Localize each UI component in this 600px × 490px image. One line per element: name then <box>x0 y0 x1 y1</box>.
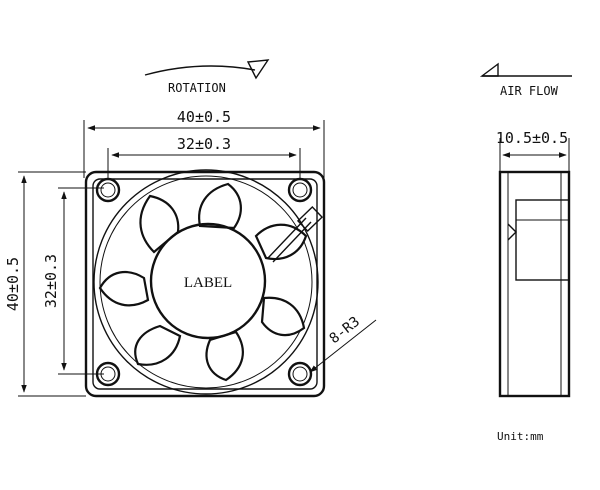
dim-outer-height <box>18 171 86 397</box>
hole-callout-leader <box>309 319 377 373</box>
rotation-label: ROTATION <box>168 81 226 95</box>
airflow-label: AIR FLOW <box>500 84 559 98</box>
dim-outer-height-label: 40±0.5 <box>4 257 22 311</box>
dim-outer-width <box>83 120 325 178</box>
fan-side-profile <box>498 170 571 398</box>
dim-thickness <box>499 138 570 172</box>
unit-note: Unit:mm <box>497 430 544 443</box>
airflow-arrow <box>479 62 572 77</box>
mounting-hole-bottom-left <box>95 361 121 387</box>
mounting-hole-bottom-right <box>287 361 313 387</box>
hub-label: LABEL <box>184 275 232 291</box>
dim-thickness-label: 10.5±0.5 <box>496 129 568 147</box>
side-view: AIR FLOW 10.5±0.5 <box>479 62 572 398</box>
wire-exit <box>267 206 324 263</box>
dim-hole-height-label: 32±0.3 <box>42 254 60 308</box>
fan-frame <box>84 169 326 398</box>
hub <box>149 222 267 340</box>
dim-hole-height <box>58 187 104 375</box>
fan-blades <box>98 182 308 382</box>
mounting-hole-top-right <box>287 177 313 203</box>
dim-outer-width-label: 40±0.5 <box>177 108 231 126</box>
front-view: ROTATION 40±0.5 32±0.3 40±0.5 32±0.3 <box>4 59 377 398</box>
mounting-hole-top-left <box>95 177 121 203</box>
mounting-holes <box>95 177 313 387</box>
rotation-arrow <box>144 59 270 80</box>
hole-callout-label: 8-R3 <box>327 314 363 347</box>
dim-hole-width-label: 32±0.3 <box>177 135 231 153</box>
